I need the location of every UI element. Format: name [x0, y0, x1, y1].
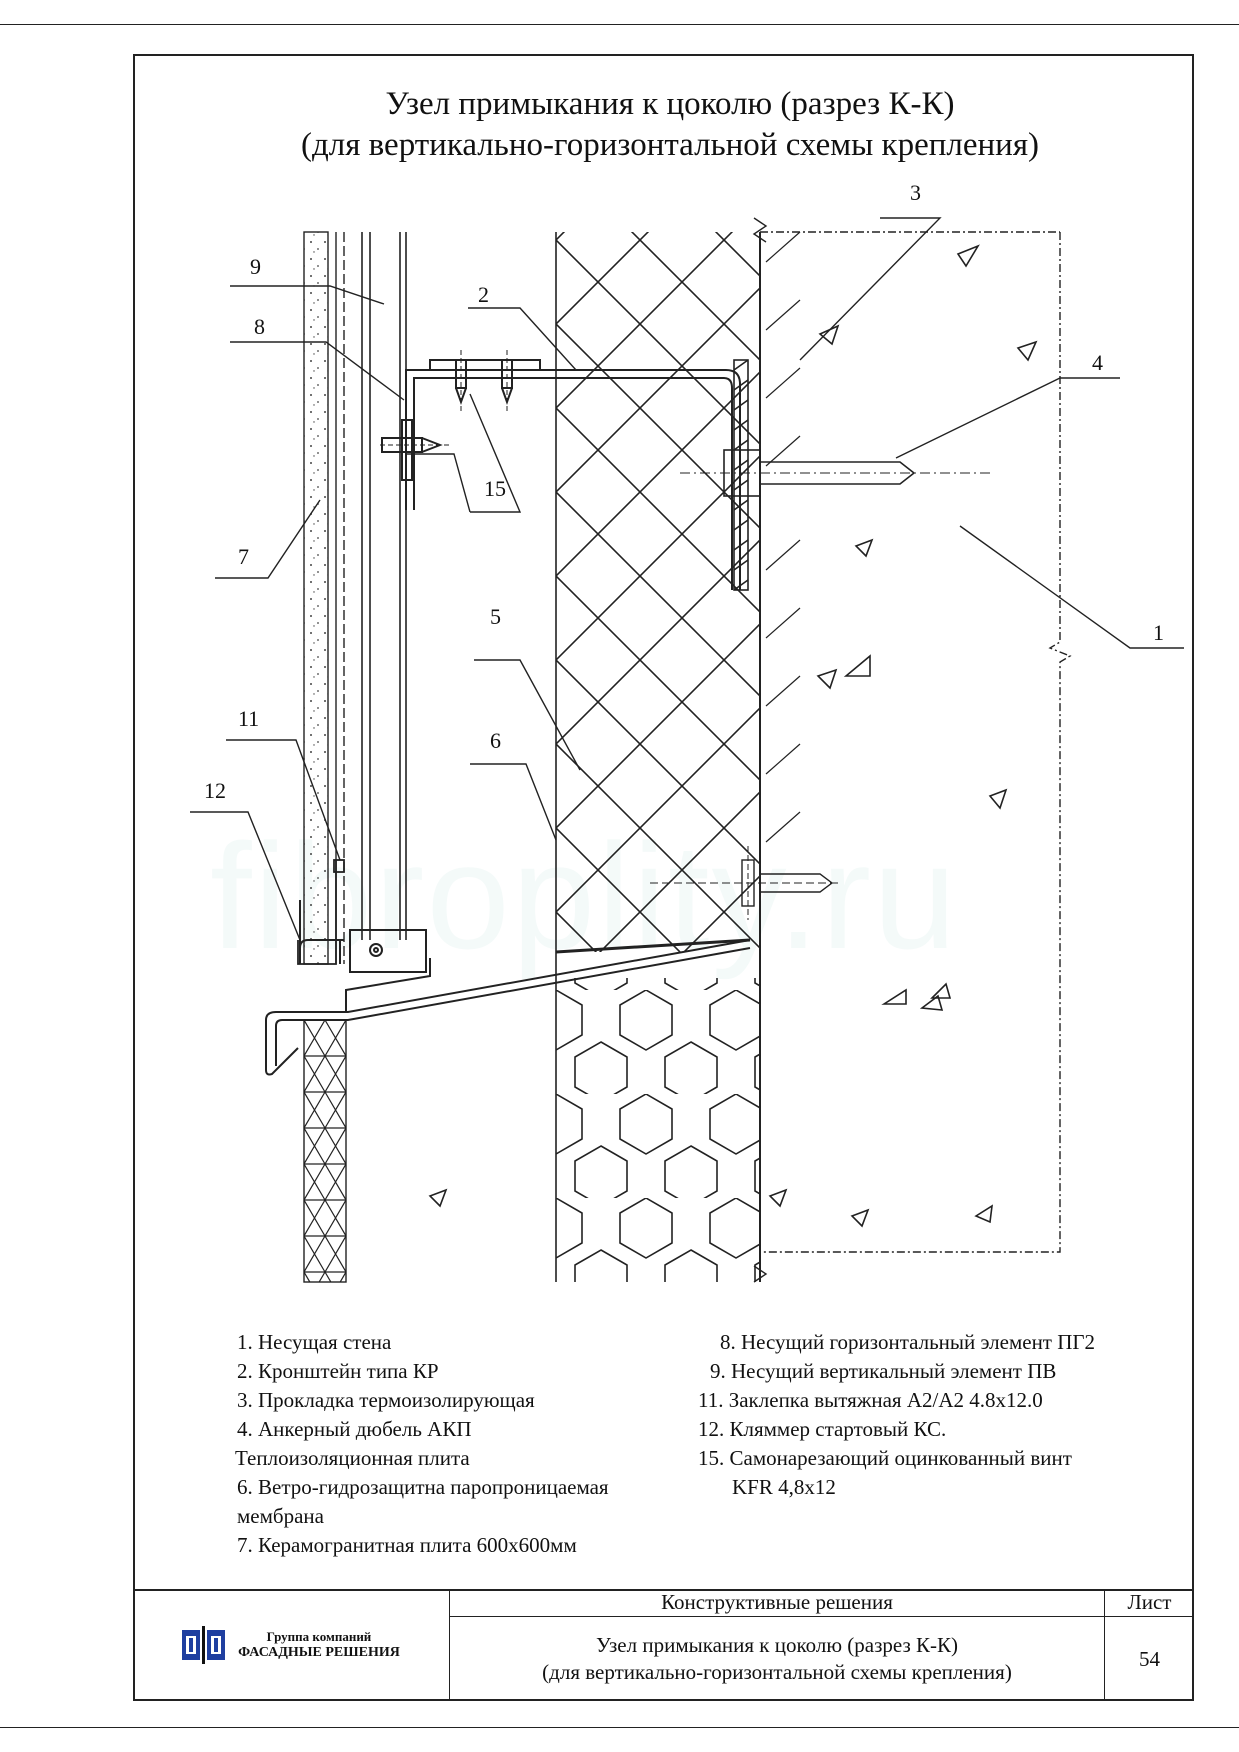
starting-clamp — [297, 859, 345, 965]
callout-8: 8 — [254, 314, 265, 339]
title-line-2: (для вертикально-горизонтальной схемы кр… — [300, 127, 1039, 163]
section-name: Конструктивные решения — [450, 1589, 1104, 1617]
page-title: Узел примыкания к цоколю (разрез К-К) (д… — [160, 84, 1180, 166]
callout-12: 12 — [204, 778, 226, 803]
plinth-insulation — [556, 978, 760, 1282]
sheet-number: 54 — [1104, 1617, 1194, 1701]
legend-item: 6. Ветро-гидрозащитна паропроницаемая — [237, 1475, 609, 1499]
legend-right: 8. Несущий горизонтальный элемент ПГ2 9.… — [698, 1328, 1095, 1502]
legend-item: мембрана — [237, 1504, 324, 1528]
drawing-title: Узел примыкания к цоколю (разрез К-К) (д… — [542, 1633, 1012, 1684]
wall-hatch — [765, 231, 801, 843]
legend-item: 15. Самонарезающий оцинкованный винт — [698, 1446, 1072, 1470]
ceramic-cladding — [303, 231, 345, 965]
callout-11: 11 — [238, 706, 259, 731]
legend-item: 2. Кронштейн типа КР — [237, 1359, 439, 1383]
callout-3: 3 — [910, 180, 921, 205]
callout-2: 2 — [478, 282, 489, 307]
legend-item: 12. Кляммер стартовый КС. — [698, 1417, 947, 1441]
leaders — [190, 217, 1184, 941]
legend-item: Теплоизоляционная плита — [235, 1446, 470, 1470]
bottom-rule — [0, 1727, 1239, 1728]
legend-item: 9. Несущий вертикальный элемент ПВ — [710, 1359, 1057, 1383]
stamp-top-rule — [133, 1589, 1194, 1591]
callout-labels: 1 2 3 4 5 6 7 8 9 11 12 15 — [204, 180, 1164, 803]
bracket — [380, 350, 741, 590]
callout-6: 6 — [490, 728, 501, 753]
legend-item: KFR 4,8х12 — [732, 1475, 836, 1499]
legend-item: 8. Несущий горизонтальный элемент ПГ2 — [720, 1330, 1096, 1354]
callout-7: 7 — [238, 544, 249, 569]
plinth-flashing — [265, 900, 751, 1076]
legend-left: 1. Несущая стена 2. Кронштейн типа КР 3.… — [235, 1328, 609, 1560]
title-block: Группа компаний ФАСАДНЫЕ РЕШЕНИЯ Констру… — [133, 1589, 1194, 1701]
drawing-frame — [133, 54, 1194, 1701]
vertical-profile — [361, 232, 407, 940]
plinth-masonry — [303, 1019, 347, 1283]
legend-item: 7. Керамогранитная плита 600х600мм — [237, 1533, 577, 1557]
company-logo-icon — [182, 1626, 226, 1664]
lower-anchor — [650, 846, 840, 920]
company-cell: Группа компаний ФАСАДНЫЕ РЕШЕНИЯ — [133, 1589, 450, 1701]
title-line-1: Узел примыкания к цоколю (разрез К-К) — [385, 86, 955, 122]
legend-item: 1. Несущая стена — [237, 1330, 392, 1354]
legend-item: 3. Прокладка термоизолирующая — [237, 1388, 535, 1412]
callout-5: 5 — [490, 604, 501, 629]
anchor-dowel — [680, 449, 990, 497]
callout-4: 4 — [1092, 350, 1103, 375]
callout-1: 1 — [1153, 620, 1164, 645]
legend-item: 4. Анкерный дюбель АКП — [237, 1417, 472, 1441]
callout-15: 15 — [484, 476, 506, 501]
top-rule — [0, 24, 1239, 25]
insulation-board — [555, 232, 760, 1282]
thermal-pad — [733, 359, 749, 591]
sheet-label: Лист — [1104, 1589, 1194, 1617]
callout-9: 9 — [250, 254, 261, 279]
legend-item: 11. Заклепка вытяжная А2/А2 4.8х12.0 — [698, 1388, 1043, 1412]
company-name: Группа компаний ФАСАДНЫЕ РЕШЕНИЯ — [238, 1629, 400, 1660]
